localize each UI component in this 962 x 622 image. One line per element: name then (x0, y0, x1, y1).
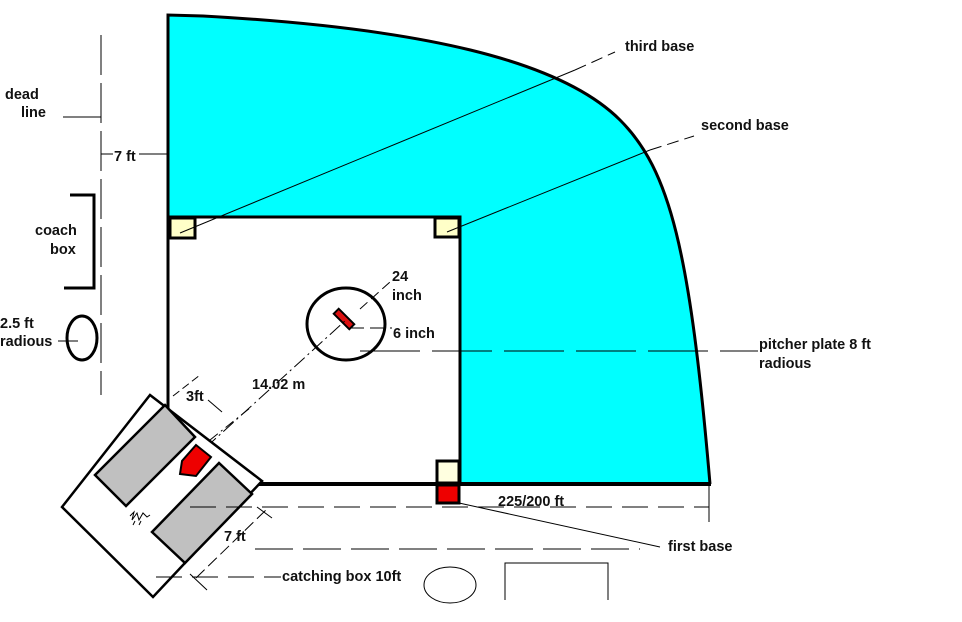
home-plate (178, 443, 213, 478)
pitcher-plate-label-2: radious (759, 356, 812, 372)
second-base-leader-dash (649, 135, 695, 151)
coach-box-label-1: coach (35, 223, 77, 239)
third-base-leader-dash (574, 51, 616, 71)
base-near-first (435, 459, 461, 485)
batter-box-right (150, 461, 254, 565)
second-base-bag (433, 216, 461, 239)
seven-ft-tick-a (256, 506, 273, 519)
first-base-red (435, 483, 461, 505)
oval-marker (423, 566, 477, 604)
outfield-fence (166, 13, 712, 485)
dead-line-label-1: dead (5, 87, 39, 103)
six-inch-label: 6 inch (393, 326, 435, 342)
fence-distance-label: 225/200 ft (498, 494, 565, 510)
third-base-label: third base (625, 39, 695, 55)
three-ft-line-b (209, 407, 251, 441)
first-base-label: first base (668, 539, 733, 555)
pitcher-plate (332, 307, 356, 331)
circle-radius-leader (359, 281, 391, 310)
three-ft-label: 3ft (186, 389, 204, 405)
pitching-distance-line (169, 319, 347, 481)
three-ft-line-a (172, 374, 201, 397)
seven-ft-bottom-label: 7 ft (224, 529, 246, 545)
catching-box-label: catching box 10ft (282, 569, 402, 585)
catching-box (60, 393, 264, 599)
seven-ft-tick-b (189, 573, 208, 591)
on-deck-circle (65, 314, 99, 362)
bench-box (504, 562, 609, 600)
outfield-area (168, 15, 710, 484)
batter-box-left (93, 403, 197, 508)
seven-ft-top-label: 7 ft (114, 149, 136, 165)
third-base-bag (168, 216, 197, 240)
catcher-figure (129, 510, 151, 526)
coach-box-bracket (64, 193, 96, 290)
radius-label-2: radious (0, 334, 53, 350)
pitch-distance-label: 14.02 m (252, 377, 306, 393)
pitcher-plate-label-1: pitcher plate 8 ft (759, 337, 871, 353)
first-base-leader (458, 502, 661, 548)
three-ft-tick (207, 399, 223, 413)
third-base-leader (179, 69, 576, 234)
circle-24-label-2: inch (392, 288, 422, 304)
second-base-leader (446, 149, 651, 233)
radius-label-1: 2.5 ft (0, 316, 34, 332)
second-base-label: second base (701, 118, 789, 134)
circle-24-label-1: 24 (392, 269, 409, 285)
coach-box-label-2: box (50, 242, 76, 258)
dead-line-label-2: line (21, 105, 46, 121)
